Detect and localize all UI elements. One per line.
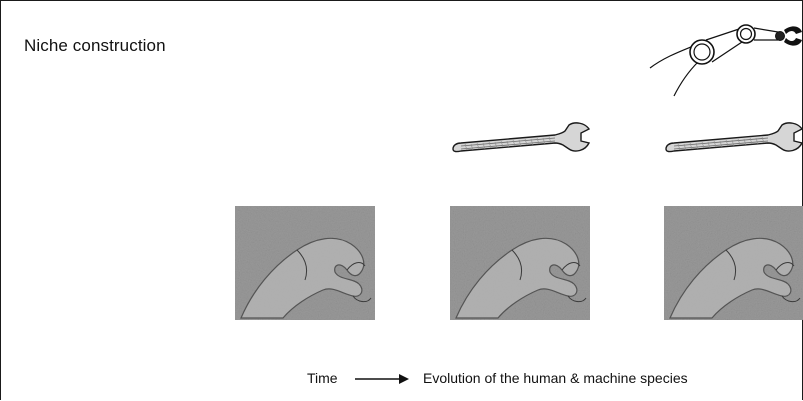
time-label: Time (307, 370, 338, 386)
robotic-arm-icon (646, 16, 803, 98)
figure-title: Niche construction (24, 36, 166, 56)
hand-drawing-icon (664, 206, 803, 320)
hand-drawing-icon (450, 206, 590, 320)
wrench-icon (451, 121, 591, 163)
figure-caption: Time Evolution of the human & machine sp… (1, 369, 803, 391)
right-arrow-icon (355, 373, 410, 385)
hand-drawing-icon (235, 206, 375, 320)
wrench-icon (664, 121, 803, 163)
evolution-label: Evolution of the human & machine species (423, 370, 688, 386)
